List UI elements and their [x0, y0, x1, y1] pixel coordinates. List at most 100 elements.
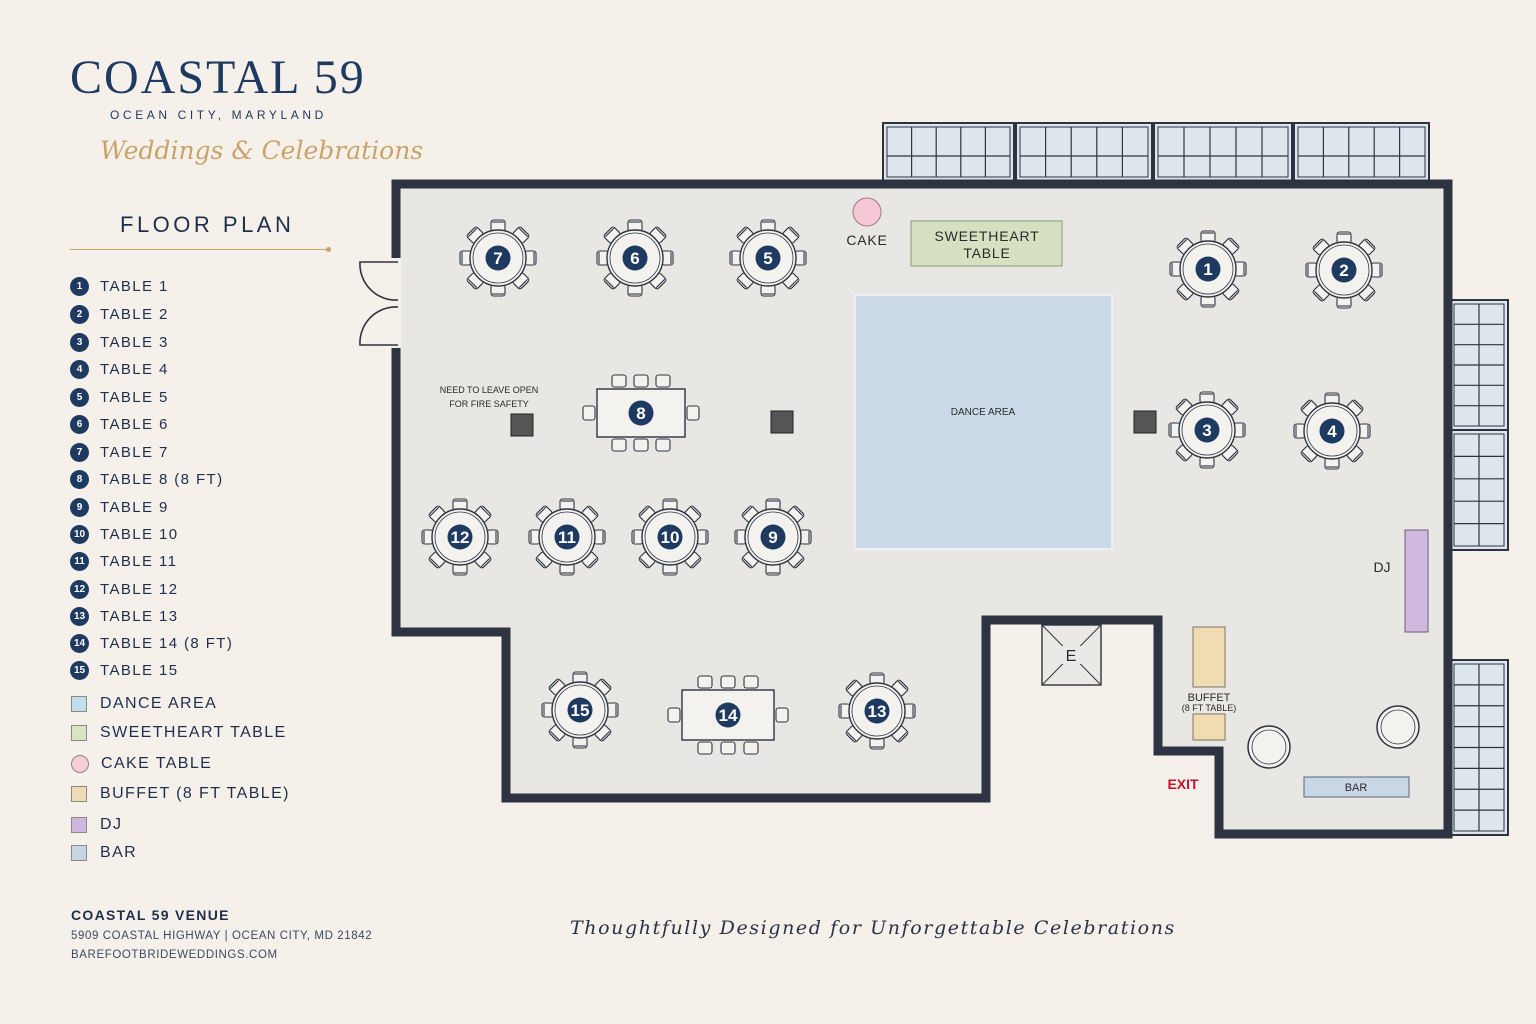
chair [611, 438, 627, 452]
elevator-label: E [1066, 648, 1077, 665]
chair [760, 284, 776, 297]
legend-number-badge: 6 [70, 414, 89, 434]
chair [524, 250, 537, 266]
windows [882, 122, 1509, 836]
long-table-8: 8 [582, 374, 700, 452]
dance-area-label: DANCE AREA [951, 407, 1016, 418]
table-number: 9 [768, 528, 777, 547]
round-table-1: 1 [1169, 230, 1247, 308]
table-number-badge [628, 400, 654, 426]
fire-safety-note-line-2: FOR FIRE SAFETY [449, 399, 529, 409]
cake-table [852, 197, 882, 227]
legend-item-dj: DJ [70, 814, 122, 836]
legend-number-badge: 10 [70, 524, 89, 544]
legend-label: TABLE 14 (8 FT) [100, 634, 234, 652]
buffet-label-line-2: (8 FT TABLE) [1182, 703, 1237, 713]
chair [765, 498, 781, 511]
table-number: 8 [636, 404, 645, 423]
legend-item-buffet: BUFFET (8 FT TABLE) [70, 783, 290, 805]
legend-label: TABLE 6 [100, 415, 169, 433]
legend-label: BUFFET (8 FT TABLE) [100, 785, 290, 802]
legend-item-dance-area: DANCE AREA [70, 693, 217, 715]
window-panel [1293, 122, 1430, 182]
chair [633, 374, 649, 388]
table-number: 2 [1339, 261, 1348, 280]
legend-item-bar: BAR [70, 842, 137, 864]
chair [869, 672, 885, 685]
chair [490, 219, 506, 232]
buffet-swatch [71, 786, 87, 802]
table-number-badge [760, 524, 786, 550]
table-number-badge [755, 245, 781, 271]
chair [1336, 296, 1352, 309]
legend-number-badge: 3 [70, 332, 89, 352]
round-table-3: 3 [1168, 391, 1246, 469]
cocktail-table [1247, 725, 1291, 769]
round-table-5: 5 [729, 219, 807, 297]
legend-label: DJ [100, 816, 123, 833]
tagline: Thoughtfully Designed for Unforgettable … [570, 917, 1176, 939]
window-panel [1015, 122, 1153, 182]
legend-label: TABLE 8 (8 FT) [100, 470, 224, 488]
table-number: 5 [763, 249, 772, 268]
table-number-badge [1194, 417, 1220, 443]
chair [743, 741, 759, 755]
legend-label: SWEETHEART TABLE [100, 724, 287, 741]
round-table-7: 7 [459, 219, 537, 297]
legend-label: DANCE AREA [100, 695, 218, 712]
chair [611, 374, 627, 388]
table-number-badge [1195, 256, 1221, 282]
bar-counter [1303, 776, 1410, 798]
table-number: 11 [558, 528, 576, 547]
table-number-badge [554, 524, 580, 550]
chair [697, 741, 713, 755]
chair [667, 707, 681, 723]
chair [559, 498, 575, 511]
cocktail-table [1376, 705, 1420, 749]
venue-logo-script: Weddings & Celebrations [100, 136, 424, 165]
table-number-badge [447, 524, 473, 550]
chair [696, 529, 709, 545]
round-table-6: 6 [596, 219, 674, 297]
window-panel [882, 122, 1015, 182]
sweetheart-table-label-line-2: TABLE [963, 245, 1010, 261]
table-number: 10 [661, 528, 680, 547]
legend-label: TABLE 13 [100, 607, 179, 625]
column [1133, 410, 1157, 434]
table-number-badge [715, 702, 741, 728]
fire-safety-note-line-1: NEED TO LEAVE OPEN [440, 385, 539, 395]
chair [655, 374, 671, 388]
table-number-badge [622, 245, 648, 271]
legend-number-badge: 14 [70, 633, 89, 653]
legend-label: TABLE 3 [100, 333, 169, 351]
dj-label: DJ [1373, 559, 1390, 575]
table-number-badge [1319, 418, 1345, 444]
exit-label: EXIT [1167, 776, 1199, 792]
chair [1324, 392, 1340, 405]
legend-number-badge: 1 [70, 276, 89, 296]
chair [1233, 422, 1246, 438]
round-table-13: 13 [838, 672, 916, 750]
legend-number-badge: 4 [70, 359, 89, 379]
legend-number-badge: 7 [70, 442, 89, 462]
table-number: 3 [1202, 421, 1211, 440]
column [770, 410, 794, 434]
legend-label: TABLE 11 [100, 552, 178, 570]
chair [655, 438, 671, 452]
chair [1358, 423, 1371, 439]
chair [452, 563, 468, 576]
long-table-14: 14 [667, 675, 789, 755]
chair [720, 741, 736, 755]
table-number: 14 [719, 706, 738, 725]
chair [1200, 295, 1216, 308]
legend-number-badge: 11 [70, 551, 89, 571]
window-panel [1449, 659, 1509, 836]
sweetheart-table [910, 220, 1063, 267]
